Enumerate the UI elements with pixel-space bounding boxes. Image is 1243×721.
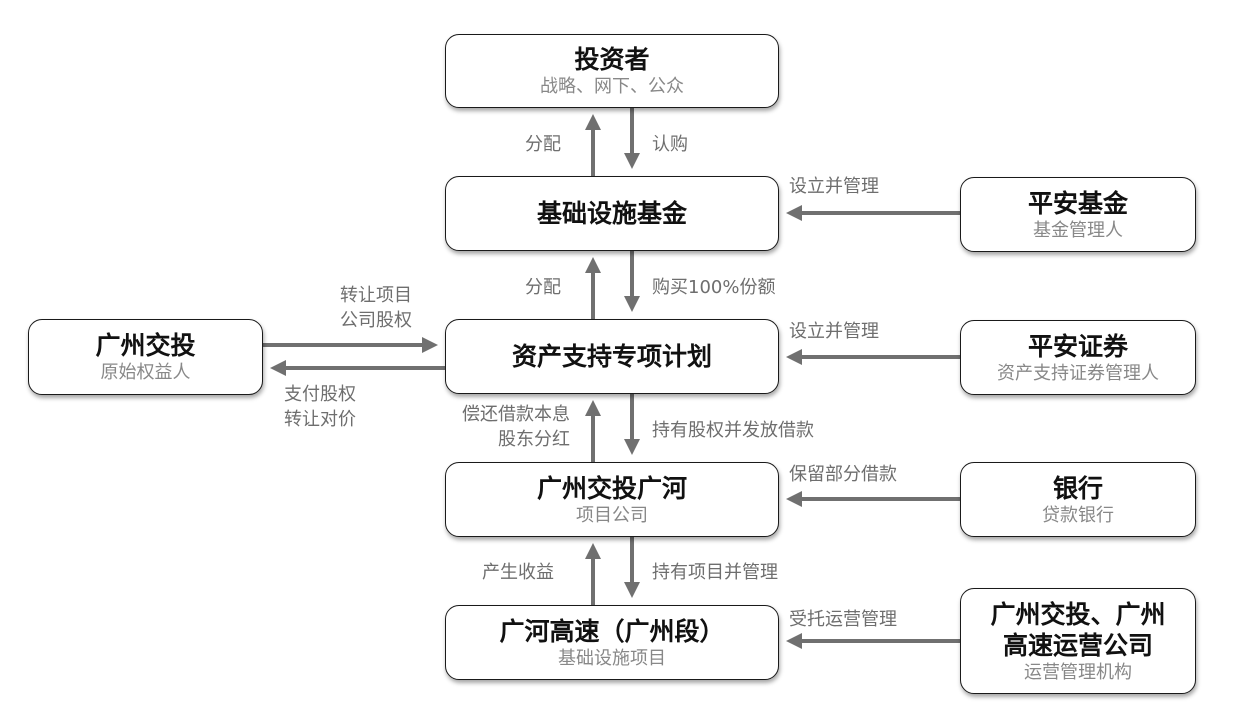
node-title-line1: 广州交投、广州 (990, 599, 1166, 629)
label-fund-to-investors: 分配 (525, 134, 561, 155)
node-title: 银行 (1052, 473, 1103, 503)
node-title: 基础设施基金 (536, 199, 687, 228)
node-subtitle: 项目公司 (576, 504, 648, 526)
label-investors-to-fund: 认购 (652, 134, 688, 155)
node-title: 平安证券 (1027, 331, 1128, 361)
node-title: 投资者 (574, 45, 650, 74)
node-subtitle: 基金管理人 (1033, 219, 1123, 241)
node-original-owner: 广州交投 原始权益人 (28, 319, 263, 395)
label-abs-to-owner-line1: 支付股权 (284, 384, 356, 405)
node-subtitle: 原始权益人 (100, 362, 191, 383)
node-title: 资产支持专项计划 (511, 342, 712, 371)
node-infra-project: 广河高速（广州段） 基础设施项目 (445, 605, 779, 680)
node-subtitle: 战略、网下、公众 (540, 76, 684, 97)
label-fund-manager-to-fund: 设立并管理 (789, 176, 879, 197)
node-subtitle: 运营管理机构 (1024, 661, 1132, 683)
label-company-to-abs-line1: 偿还借款本息 (462, 404, 570, 425)
label-owner-to-abs-line2: 公司股权 (340, 310, 412, 331)
node-subtitle: 资产支持证券管理人 (997, 362, 1159, 384)
node-title: 广州交投 (95, 331, 196, 360)
node-operator: 广州交投、广州 高速运营公司 运营管理机构 (960, 588, 1196, 694)
node-investors: 投资者 战略、网下、公众 (445, 34, 779, 108)
node-abs-manager: 平安证券 资产支持证券管理人 (960, 320, 1196, 395)
label-abs-to-owner-line2: 转让对价 (284, 409, 356, 430)
label-company-to-project: 持有项目并管理 (652, 562, 778, 583)
label-operator-to-project: 受托运营管理 (789, 609, 897, 630)
label-owner-to-abs-line1: 转让项目 (340, 285, 412, 306)
node-project-company: 广州交投广河 项目公司 (445, 462, 779, 537)
node-abs-plan: 资产支持专项计划 (445, 319, 779, 394)
node-fund-manager: 平安基金 基金管理人 (960, 177, 1196, 252)
label-abs-manager-to-abs: 设立并管理 (789, 321, 879, 342)
node-subtitle: 贷款银行 (1042, 504, 1114, 526)
label-abs-to-fund: 分配 (525, 277, 561, 298)
node-subtitle: 基础设施项目 (558, 647, 666, 669)
node-bank: 银行 贷款银行 (960, 462, 1196, 537)
node-title-line2: 高速运营公司 (1002, 630, 1153, 660)
label-project-to-company: 产生收益 (482, 562, 554, 583)
label-fund-to-abs: 购买100%份额 (652, 277, 776, 298)
label-abs-to-company: 持有股权并发放借款 (652, 420, 814, 441)
node-title: 平安基金 (1027, 188, 1128, 218)
node-title: 广河高速（广州段） (499, 616, 725, 646)
label-company-to-abs-line2: 股东分红 (498, 429, 570, 450)
node-infra-fund: 基础设施基金 (445, 176, 779, 251)
label-bank-to-company: 保留部分借款 (789, 464, 897, 485)
node-title: 广州交投广河 (536, 473, 687, 503)
